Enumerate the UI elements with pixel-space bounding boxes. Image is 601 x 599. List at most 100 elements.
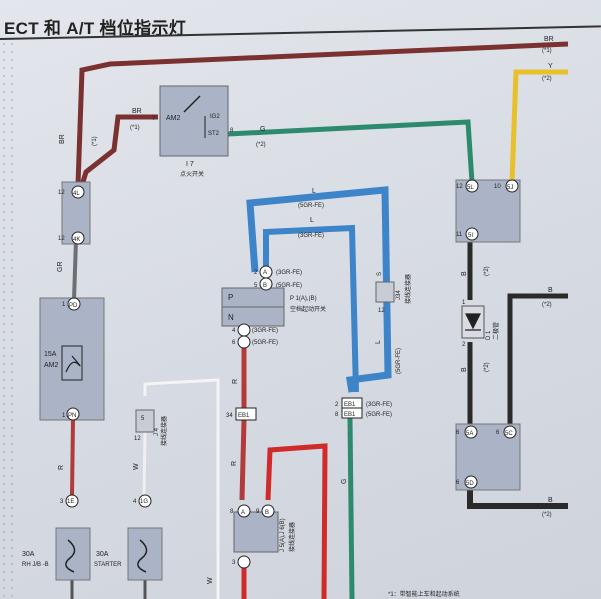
wire-label-g-eb1: G xyxy=(341,479,348,484)
wire-label-l-outer: L xyxy=(312,188,316,195)
wire-label-b-mid: B xyxy=(461,367,468,372)
wire-g-eb1 xyxy=(347,417,355,599)
wire-r-eb1 xyxy=(239,419,247,501)
left-conn-pd: PD xyxy=(69,303,78,309)
right-pin-6a: 6 xyxy=(456,430,460,436)
pin-park-b xyxy=(259,277,273,291)
fuse-am2-name: AM2 xyxy=(44,362,59,369)
pin-park-b2 xyxy=(237,335,251,349)
right-pin-10: 10 xyxy=(494,184,501,190)
fuse-starter-name: STARTER xyxy=(94,562,122,568)
park-var-5gr-1: (5GR-FE) xyxy=(276,283,302,289)
wire-g-st2 xyxy=(227,119,475,183)
wire-label-w: W xyxy=(133,463,140,470)
wire-br-switch xyxy=(79,114,158,186)
eb1-right-var-3: (3GR-FE) xyxy=(366,402,392,408)
fuse-rhjb-rating: 30A xyxy=(22,551,35,558)
wire-w xyxy=(142,431,147,497)
left-conn-4l: 4L xyxy=(73,191,80,197)
fuse-starter-pin: 4 xyxy=(133,499,137,505)
j5-pin-b: B xyxy=(265,510,269,516)
wire-label-br-top: BR xyxy=(544,36,554,43)
fuse-starter-rating: 30A xyxy=(96,551,109,558)
park-var-5gr-2: (5GR-FE) xyxy=(252,340,278,346)
j4-name: 接线连接器 xyxy=(160,416,168,446)
park-pin-6: 6 xyxy=(232,340,236,346)
fuse-am2-rating: 15A xyxy=(44,351,57,358)
right-pin-11: 11 xyxy=(456,232,463,238)
park-pin-4: 4 xyxy=(232,328,236,334)
fuse-am2-element xyxy=(61,345,83,381)
wire-label-b-mid-note: (*2) xyxy=(484,362,490,372)
eb1-right-pin-8: 8 xyxy=(335,412,339,418)
wire-label-b-top-note: (*2) xyxy=(542,302,552,308)
pin-j5-c xyxy=(237,555,251,569)
fuse-starter-symbol xyxy=(137,539,148,573)
ignition-switch-lever xyxy=(183,95,201,113)
left-pin-12: 12 xyxy=(58,190,65,196)
pin-5c xyxy=(503,425,517,439)
pin-j5-b xyxy=(261,504,275,518)
j34-id: J34 xyxy=(396,290,402,300)
wire-label-w-right: W xyxy=(207,577,214,584)
junction-j5-box xyxy=(233,511,279,553)
wire-y xyxy=(509,69,568,183)
eb1-right-var-5: (5GR-FE) xyxy=(366,412,392,418)
wire-label-br-switch: BR xyxy=(132,108,142,115)
j5-pin-8: 8 xyxy=(230,509,234,515)
right-conn-5c: 5C xyxy=(505,431,513,437)
pin-4l xyxy=(71,185,85,199)
park-var-3gr-2: (3GR-FE) xyxy=(252,328,278,334)
diode-name: 二极管 xyxy=(492,322,500,340)
left-pin-1b: 1 xyxy=(62,413,66,419)
diode-pin-2: 2 xyxy=(462,342,466,348)
wire-label-br-left-note: (*1) xyxy=(92,136,98,146)
wire-w-long xyxy=(143,378,220,599)
wire-label-r-park: R xyxy=(232,379,239,384)
wire-label-b-bottom: B xyxy=(548,497,553,504)
left-pin-1: 1 xyxy=(62,302,66,308)
junction-j34-box xyxy=(375,281,395,303)
wire-label-l-inner-var: (3GR-FE) xyxy=(298,233,324,239)
park-label-p: P xyxy=(228,293,233,302)
pin-4k xyxy=(71,231,85,245)
eb1-left-box xyxy=(235,407,257,421)
wire-label-s: S xyxy=(377,272,383,276)
j4-pin12: 12 xyxy=(134,436,141,442)
j4-pin5: 5 xyxy=(141,416,145,422)
wire-br-top xyxy=(75,41,569,186)
pin-j5-a xyxy=(237,504,251,518)
park-label-n: N xyxy=(228,313,234,322)
right-pin-12: 12 xyxy=(456,184,463,190)
wire-label-b-diode-note: (*2) xyxy=(484,266,490,276)
right-conn-5j: 5J xyxy=(507,185,513,191)
page-title: ECT 和 A/T 档位指示灯 xyxy=(4,19,187,38)
switch-id: I 7 xyxy=(186,161,194,168)
wire-label-br-note: (*1) xyxy=(542,48,552,54)
wire-label-l-inner: L xyxy=(310,217,314,224)
wire-left-vertical xyxy=(72,239,78,301)
wire-label-l-outer-var: (5GR-FE) xyxy=(298,203,324,209)
wire-left-r xyxy=(70,419,75,497)
left-pin-12b: 12 xyxy=(58,236,65,242)
pin-5j xyxy=(505,179,519,193)
park-pin-b: B xyxy=(263,283,267,289)
pin-1e xyxy=(65,494,79,508)
ignition-switch-box xyxy=(159,85,229,157)
switch-pin-am2: AM2 xyxy=(166,115,181,122)
junction-j4-box xyxy=(135,409,155,433)
pin-5l xyxy=(465,179,479,193)
wire-label-br-switch-note: (*1) xyxy=(130,125,140,131)
wire-l-inner xyxy=(263,224,359,393)
wire-b-top xyxy=(507,293,568,432)
wire-label-g: G xyxy=(260,126,265,133)
diode-pin-1: 1 xyxy=(462,300,466,306)
left-conn-pn: PN xyxy=(68,413,76,419)
eb1-right-pin-2: 2 xyxy=(335,402,339,408)
wire-b-bottom xyxy=(467,490,568,509)
diode-id: D 1 xyxy=(486,330,492,340)
pin-1g xyxy=(138,494,152,508)
pin-5d xyxy=(464,475,478,489)
park-pin-a: A xyxy=(263,270,267,276)
